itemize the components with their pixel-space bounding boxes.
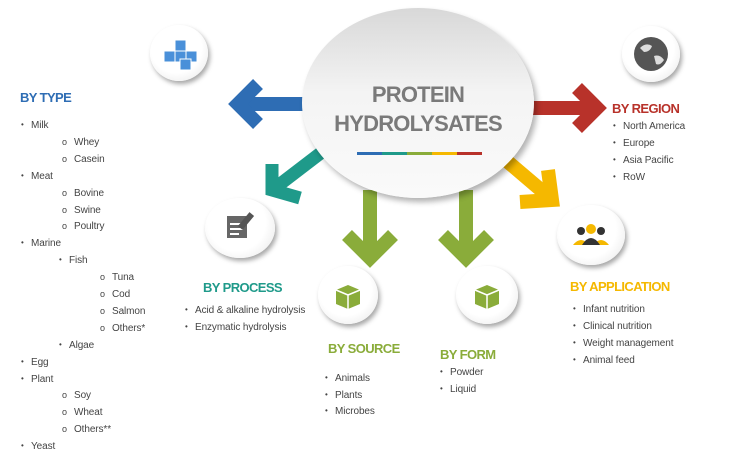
bullet-marker: • <box>21 373 24 383</box>
bullet-marker: • <box>21 441 24 451</box>
list-item: • Marine <box>21 238 61 250</box>
list-item: •Clinical nutrition <box>573 321 652 332</box>
list-item-label: Fish <box>69 255 88 267</box>
list-item: o Others* <box>100 322 146 334</box>
list-item-label: Swine <box>74 204 101 216</box>
by-process-heading: BY PROCESS <box>203 280 283 295</box>
list-item: o Salmon <box>100 305 146 317</box>
by-form-heading: BY FORM <box>440 347 496 362</box>
bullet-marker: o <box>62 407 67 418</box>
bullet-marker: • <box>59 255 62 265</box>
bullet-marker: o <box>62 153 67 164</box>
list-item: •Plants <box>325 390 363 401</box>
list-item: • Egg <box>21 356 49 368</box>
bullet-marker: o <box>100 289 105 299</box>
arrow-process <box>265 146 326 205</box>
box-icon-form <box>456 266 518 324</box>
bullet-marker: • <box>21 356 24 366</box>
list-item: •RoW <box>613 172 645 183</box>
list-item: •Weight management <box>573 338 674 349</box>
list-item-label: Bovine <box>74 187 104 199</box>
list-item-label: Others* <box>112 322 146 334</box>
bullet-marker: o <box>100 272 105 283</box>
list-item: •Animal feed <box>573 355 635 366</box>
list-item: •Infant nutrition <box>573 304 645 315</box>
bullet-marker: • <box>21 238 24 248</box>
list-item: • Meat <box>21 170 53 182</box>
list-item-label: Wheat <box>74 407 103 419</box>
bullet-marker: • <box>21 120 24 129</box>
list-item: o Bovine <box>62 187 104 199</box>
list-item-label: Whey <box>74 136 100 148</box>
list-item-label: Casein <box>74 153 105 165</box>
list-item-label: Cod <box>112 289 131 300</box>
list-item: •Microbes <box>325 406 375 417</box>
list-item: o Wheat <box>62 407 103 419</box>
list-item: •Europe <box>613 138 655 149</box>
bullet-marker: o <box>62 424 67 435</box>
list-item: o Tuna <box>100 272 135 284</box>
list-item: o Swine <box>62 204 101 216</box>
document-edit-icon <box>205 198 275 258</box>
bullet-marker: • <box>59 339 62 349</box>
list-item: • Algae <box>59 339 95 351</box>
bullet-marker: o <box>62 136 67 147</box>
bullet-marker: o <box>62 204 67 215</box>
cubes-icon <box>150 25 208 81</box>
list-item: •Asia Pacific <box>613 155 674 166</box>
arrow-application <box>503 156 560 209</box>
arrow-source <box>342 190 398 268</box>
list-item: o Whey <box>62 136 100 148</box>
arrow-type <box>228 79 305 129</box>
bullet-marker: o <box>62 390 67 401</box>
list-item: •Acid & alkaline hydrolysis <box>185 305 306 316</box>
list-item: • Milk <box>21 120 49 131</box>
bullet-marker: • <box>21 170 24 180</box>
by-application-heading: BY APPLICATION <box>570 279 670 294</box>
list-item: o Cod <box>100 289 131 300</box>
list-item-label: Egg <box>31 356 49 368</box>
list-item-label: Tuna <box>112 272 135 284</box>
list-item: •Animals <box>325 373 370 384</box>
list-item: • Plant <box>21 373 54 385</box>
bullet-marker: o <box>62 187 67 198</box>
list-item-label: Yeast <box>31 441 56 453</box>
list-item-label: Milk <box>31 120 49 131</box>
title-line1: PROTEIN <box>371 82 465 107</box>
list-item-label: Salmon <box>112 305 146 317</box>
bullet-marker: o <box>62 221 67 232</box>
title-line2: HYDROLYSATES <box>334 111 502 136</box>
list-item: o Poultry <box>62 221 105 233</box>
list-item: o Others** <box>62 424 111 436</box>
list-item-label: Others** <box>74 424 111 436</box>
list-item-label: Meat <box>31 170 53 182</box>
list-item-label: Plant <box>31 373 54 385</box>
list-item: •Liquid <box>440 384 477 395</box>
list-item-label: Marine <box>31 238 61 250</box>
by-type-heading: BY TYPE <box>20 90 72 105</box>
list-item: •North America <box>613 121 686 132</box>
list-item: •Powder <box>440 367 484 378</box>
list-item: •Enzymatic hydrolysis <box>185 322 287 333</box>
list-item-label: Algae <box>69 339 95 351</box>
box-icon-source <box>318 266 378 324</box>
center-circle <box>302 8 534 198</box>
arrow-form <box>438 190 494 268</box>
bullet-marker: o <box>100 305 105 316</box>
list-item: o Casein <box>62 153 105 165</box>
list-item-label: Poultry <box>74 221 105 233</box>
list-item: • Fish <box>59 255 88 267</box>
list-item: • Yeast <box>21 441 56 453</box>
list-item-label: Soy <box>74 390 91 402</box>
arrow-region <box>530 83 607 133</box>
globe-icon <box>622 26 680 82</box>
by-source-heading: BY SOURCE <box>328 341 400 356</box>
by-region-heading: BY REGION <box>612 101 680 116</box>
list-item: o Soy <box>62 390 91 402</box>
color-bar <box>357 152 482 155</box>
people-icon <box>557 205 625 265</box>
bullet-marker: o <box>100 322 105 333</box>
